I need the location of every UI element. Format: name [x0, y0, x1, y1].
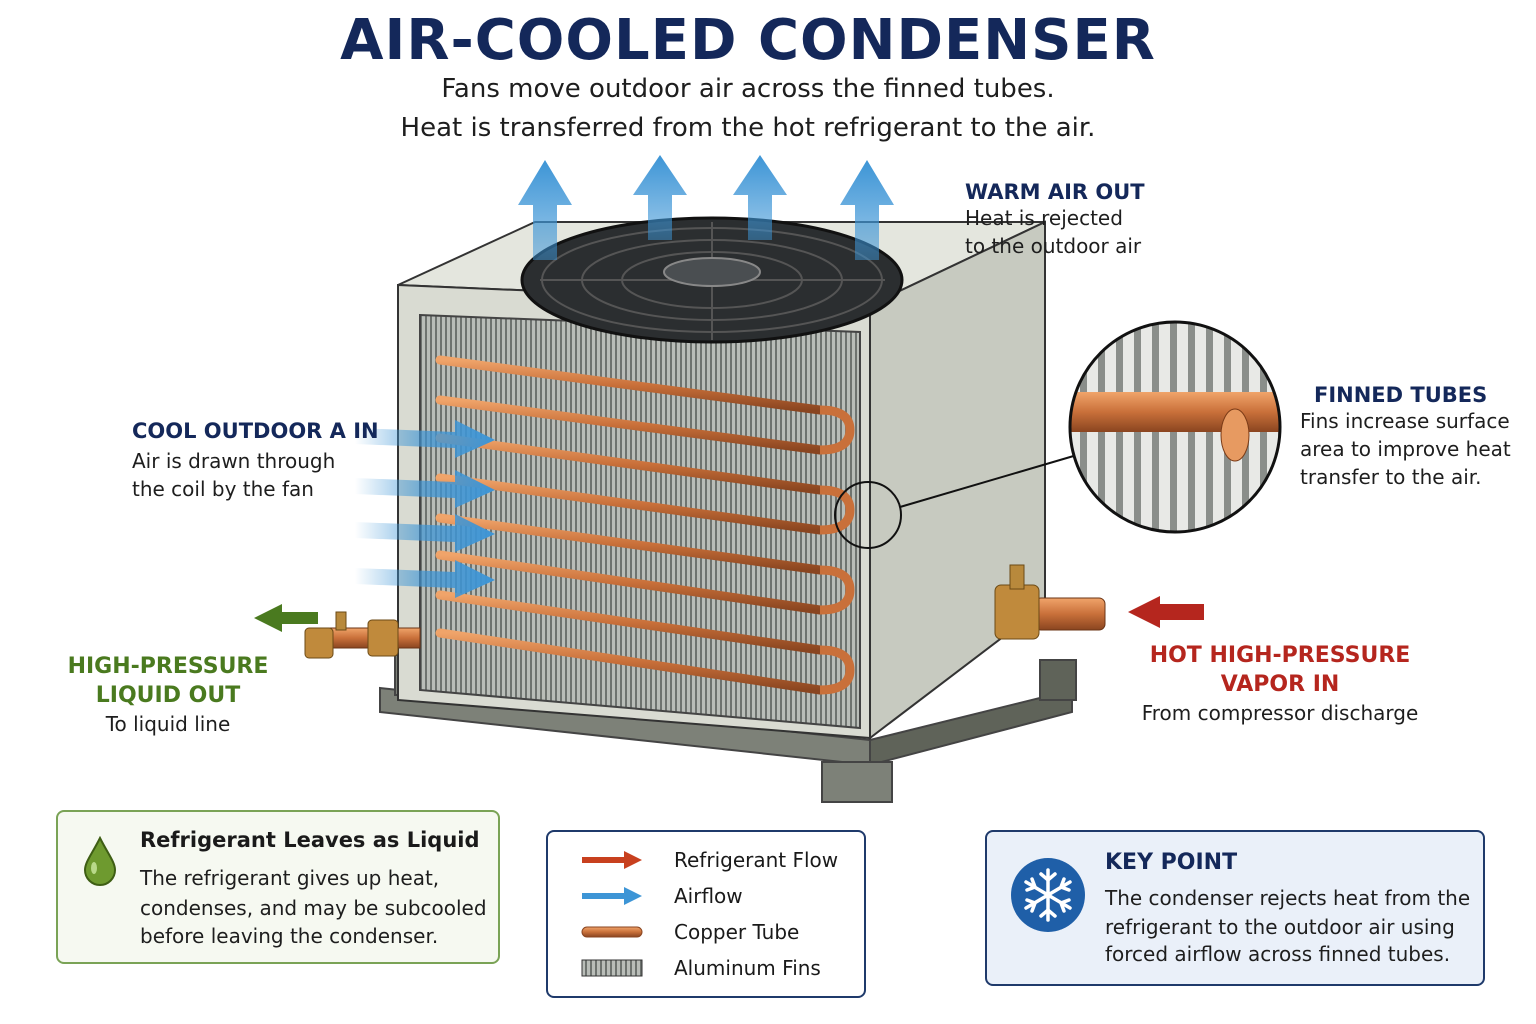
copper-tubes	[435, 355, 825, 695]
legend-box: Refrigerant Flow Airflow Copper Tube Alu…	[546, 830, 866, 998]
info-box-heading: Refrigerant Leaves as Liquid	[140, 828, 480, 852]
liquid-out-callout: HIGH-PRESSURE LIQUID OUT To liquid line	[48, 654, 288, 738]
snowflake-icon	[1011, 858, 1085, 932]
subtitle-line-2: Heat is transferred from the hot refrige…	[400, 113, 1096, 143]
vapor-in-heading-2: VAPOR IN	[1220, 672, 1340, 697]
refrigerant-info-box: Refrigerant Leaves as Liquid The refrige…	[56, 810, 500, 964]
cool-air-line-2: the coil by the fan	[132, 477, 314, 501]
legend-airflow: Airflow	[674, 884, 743, 908]
liquid-outlet-pipe	[304, 611, 421, 659]
finned-tubes-heading: FINNED TUBES	[1314, 383, 1488, 407]
cool-air-heading: COOL OUTDOOR A IN	[132, 419, 379, 443]
finned-tubes-magnifier	[834, 320, 1282, 549]
warm-air-arrows	[518, 155, 894, 260]
vapor-in-callout: HOT HIGH-PRESSURE VAPOR IN From compress…	[1130, 643, 1430, 727]
key-point-heading: KEY POINT	[1105, 850, 1238, 875]
info-box-line-3: before leaving the condenser.	[140, 924, 439, 948]
vapor-in-heading-1: HOT HIGH-PRESSURE	[1149, 643, 1411, 668]
legend-copper-tube: Copper Tube	[674, 920, 800, 944]
copper-tube-icon	[581, 926, 643, 938]
key-point-line-1: The condenser rejects heat from the	[1105, 886, 1471, 910]
cool-air-callout: COOL OUTDOOR A IN Air is drawn through t…	[132, 419, 379, 503]
cool-air-line-1: Air is drawn through	[132, 449, 336, 473]
warm-air-heading: WARM AIR OUT	[965, 180, 1145, 204]
droplet-icon	[83, 836, 117, 886]
finned-tubes-line-2: area to improve heat	[1300, 437, 1511, 461]
return-bends	[819, 405, 855, 695]
vapor-inlet-pipe	[994, 564, 1106, 640]
liquid-out-line-1: To liquid line	[105, 712, 231, 736]
finned-tubes-line-3: transfer to the air.	[1300, 465, 1482, 489]
finned-tubes-callout: FINNED TUBES Fins increase surface area …	[1300, 383, 1511, 491]
liquid-out-heading-2: LIQUID OUT	[95, 683, 241, 708]
info-box-line-1: The refrigerant gives up heat,	[140, 866, 440, 890]
liquid-out-arrow	[254, 604, 318, 632]
vapor-in-arrow	[1128, 596, 1204, 628]
legend-refrigerant-flow: Refrigerant Flow	[674, 848, 839, 872]
page-title: AIR-COOLED CONDENSER	[340, 8, 1156, 73]
subtitle-line-1: Fans move outdoor air across the finned …	[441, 74, 1055, 104]
cool-air-arrows	[355, 420, 495, 598]
warm-air-line-2: to the outdoor air	[965, 234, 1142, 258]
info-box-line-2: condenses, and may be subcooled	[140, 896, 487, 920]
liquid-out-heading-1: HIGH-PRESSURE	[67, 654, 269, 679]
finned-tubes-line-1: Fins increase surface	[1300, 409, 1510, 433]
blue-arrow-icon	[582, 887, 642, 905]
fins-icon	[581, 959, 643, 977]
key-point-box: KEY POINT The condenser rejects heat fro…	[985, 830, 1485, 986]
warm-air-callout: WARM AIR OUT Heat is rejected to the out…	[965, 180, 1145, 260]
warm-air-line-1: Heat is rejected	[965, 206, 1123, 230]
legend-aluminum-fins: Aluminum Fins	[674, 956, 821, 980]
key-point-line-3: forced airflow across finned tubes.	[1105, 942, 1451, 966]
vapor-in-line-1: From compressor discharge	[1141, 701, 1419, 725]
red-arrow-icon	[582, 851, 642, 869]
condenser-fan	[520, 216, 904, 344]
key-point-line-2: refrigerant to the outdoor air using	[1105, 915, 1455, 939]
